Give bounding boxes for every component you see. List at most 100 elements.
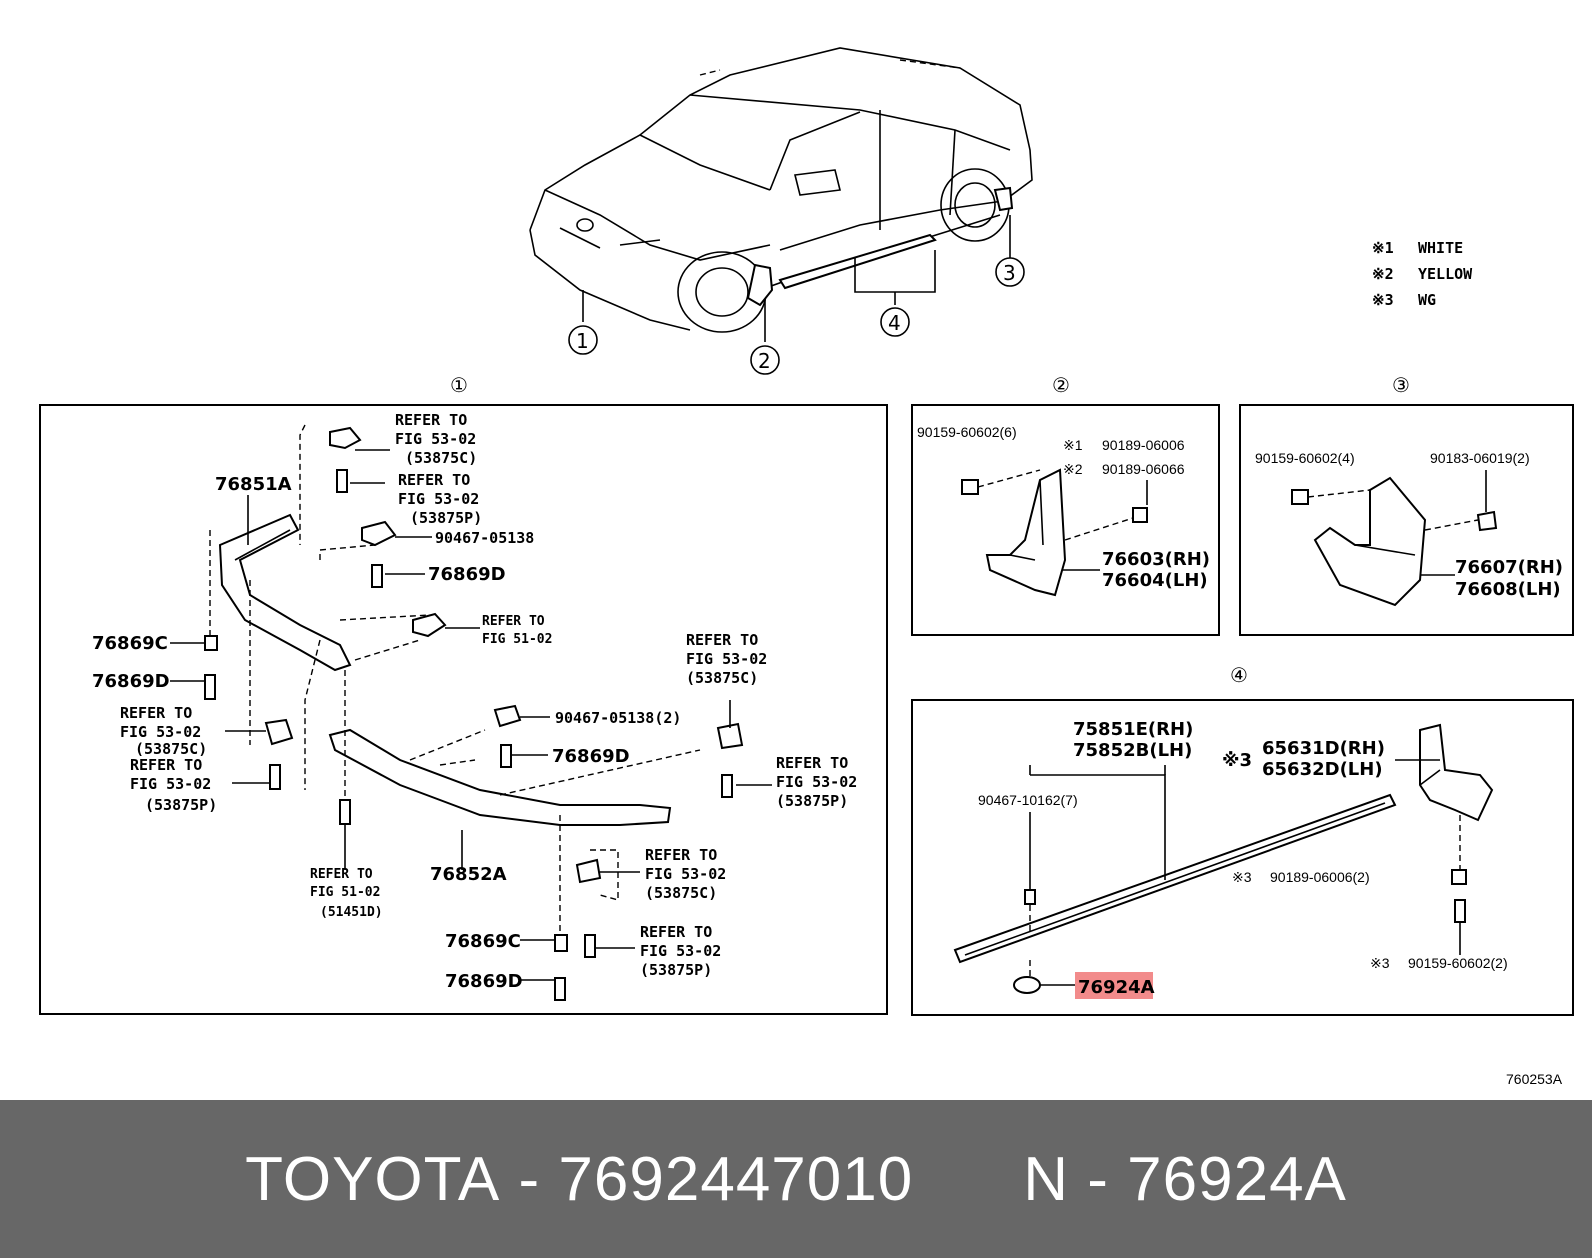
legend-text-3: WG bbox=[1418, 291, 1436, 309]
legend-mark-3: ※3 bbox=[1372, 291, 1394, 309]
section-4-frame bbox=[911, 699, 1574, 1016]
s4-flap-rh: 65631D(RH) bbox=[1262, 738, 1385, 759]
s3-bolt-label: 90159-60602(4) bbox=[1255, 450, 1355, 466]
legend-mark-2: ※2 bbox=[1372, 265, 1394, 283]
section-3-frame bbox=[1239, 404, 1574, 636]
highlight-label-76924A: 76924A bbox=[1078, 977, 1155, 998]
section-3-artwork bbox=[1291, 470, 1498, 607]
highlight-box bbox=[1075, 972, 1153, 999]
s4-mark-bolt: ※3 bbox=[1370, 955, 1390, 971]
refer-e-2: FIG 53-02 bbox=[130, 775, 211, 793]
car-illustration bbox=[529, 47, 1033, 342]
s2-mark1: ※1 bbox=[1063, 437, 1083, 453]
s4-bolt-part: 90159-60602(2) bbox=[1408, 955, 1508, 971]
footer-code: 76924A bbox=[1127, 1144, 1347, 1214]
section-1-callout: ① bbox=[450, 373, 468, 397]
s4-mark-nut: ※3 bbox=[1232, 869, 1252, 885]
refer-b-1: REFER TO bbox=[398, 471, 470, 489]
legend-text-1: WHITE bbox=[1418, 239, 1463, 257]
label-76869D-upper: 76869D bbox=[428, 564, 506, 585]
s2-clip1: 90189-06006 bbox=[1102, 437, 1185, 453]
legend-text-2: YELLOW bbox=[1418, 265, 1473, 283]
callout-1-top: 1 bbox=[568, 325, 598, 355]
callout-4-top: 4 bbox=[880, 307, 910, 337]
refer-d-2: FIG 53-02 bbox=[120, 723, 201, 741]
refer-a-1: REFER TO bbox=[395, 411, 467, 429]
section-1-artwork bbox=[170, 424, 772, 1001]
footer-brand: TOYOTA bbox=[245, 1144, 501, 1214]
label-76869C-left: 76869C bbox=[92, 633, 168, 654]
s4-lh: 75852B(LH) bbox=[1073, 740, 1192, 761]
section-4-artwork bbox=[953, 723, 1494, 994]
color-legend: ※1 WHITE ※2 YELLOW ※3 WG bbox=[1372, 239, 1473, 309]
label-90467-05138-2: 90467-05138(2) bbox=[555, 709, 681, 727]
svg-text:2: 2 bbox=[758, 349, 771, 373]
refer-d-1: REFER TO bbox=[120, 704, 192, 722]
refer-a-2: FIG 53-02 bbox=[395, 430, 476, 448]
refer-j-3: (53875P) bbox=[640, 961, 712, 979]
section-2-callout: ② bbox=[1052, 373, 1070, 397]
svg-text:4: 4 bbox=[888, 311, 901, 335]
s2-lh: 76604(LH) bbox=[1102, 570, 1208, 591]
label-76869D-middle: 76869D bbox=[552, 746, 630, 767]
s3-clip-label: 90183-06019(2) bbox=[1430, 450, 1530, 466]
s2-bolt-label: 90159-60602(6) bbox=[917, 424, 1017, 440]
label-90467-05138: 90467-05138 bbox=[435, 529, 534, 547]
refer-f-2: FIG 53-02 bbox=[686, 650, 767, 668]
figure-code: 760253A bbox=[1506, 1071, 1563, 1087]
refer-c-1: REFER TO bbox=[482, 614, 545, 629]
section-2-frame bbox=[911, 404, 1220, 636]
refer-e-1: REFER TO bbox=[130, 756, 202, 774]
footer-part-number: 7692447010 bbox=[558, 1144, 914, 1214]
s3-rh: 76607(RH) bbox=[1455, 557, 1563, 578]
footer-separator-2: - bbox=[1087, 1144, 1109, 1214]
refer-j-2: FIG 53-02 bbox=[640, 942, 721, 960]
section-4-callout: ④ bbox=[1230, 663, 1248, 687]
s2-clip2: 90189-06066 bbox=[1102, 461, 1185, 477]
s2-mark2: ※2 bbox=[1063, 461, 1083, 477]
section-1-frame bbox=[39, 404, 888, 1015]
section-3-callout: ③ bbox=[1392, 373, 1410, 397]
refer-i-2: FIG 53-02 bbox=[645, 865, 726, 883]
refer-f-3: (53875C) bbox=[686, 669, 758, 687]
svg-text:3: 3 bbox=[1003, 261, 1016, 285]
refer-g-2: FIG 53-02 bbox=[776, 773, 857, 791]
refer-i-1: REFER TO bbox=[645, 846, 717, 864]
callout-2-top: 2 bbox=[750, 345, 780, 375]
s2-rh: 76603(RH) bbox=[1102, 549, 1210, 570]
label-76851A: 76851A bbox=[215, 474, 292, 495]
section-1-labels: 76851A 76852A 76869C 76869D 76869D 76869… bbox=[92, 411, 857, 992]
part-footer-banner: TOYOTA - 7692447010 N - 76924A bbox=[0, 1100, 1592, 1258]
refer-f-1: REFER TO bbox=[686, 631, 758, 649]
footer-label: N bbox=[1023, 1144, 1070, 1214]
svg-text:1: 1 bbox=[576, 329, 589, 353]
refer-j-1: REFER TO bbox=[640, 923, 712, 941]
refer-h-1: REFER TO bbox=[310, 867, 373, 882]
legend-mark-1: ※1 bbox=[1372, 239, 1394, 257]
refer-g-3: (53875P) bbox=[776, 792, 848, 810]
label-76852A: 76852A bbox=[430, 864, 507, 885]
refer-g-1: REFER TO bbox=[776, 754, 848, 772]
refer-a-3: (53875C) bbox=[405, 449, 477, 467]
refer-i-3: (53875C) bbox=[645, 884, 717, 902]
footer-separator-1: - bbox=[518, 1144, 541, 1214]
refer-h-3: (51451D) bbox=[320, 905, 383, 920]
s4-mark-flap: ※3 bbox=[1222, 750, 1252, 771]
s4-flap-lh: 65632D(LH) bbox=[1262, 759, 1383, 780]
callout-3-top: 3 bbox=[995, 257, 1025, 287]
s4-rh: 75851E(RH) bbox=[1073, 719, 1193, 740]
label-76869D-left: 76869D bbox=[92, 671, 170, 692]
parts-diagram: 1 2 3 4 ※1 WHITE ※2 YELLOW ※3 WG ① ② ③ ④ bbox=[39, 47, 1574, 1087]
refer-b-3: (53875P) bbox=[410, 509, 482, 527]
label-76869C-bottom: 76869C bbox=[445, 931, 521, 952]
refer-c-2: FIG 51-02 bbox=[482, 632, 552, 647]
s4-nut-part: 90189-06006(2) bbox=[1270, 869, 1370, 885]
section-2-artwork bbox=[961, 468, 1148, 597]
refer-h-2: FIG 51-02 bbox=[310, 885, 380, 900]
label-76869D-bottom: 76869D bbox=[445, 971, 523, 992]
refer-b-2: FIG 53-02 bbox=[398, 490, 479, 508]
s3-lh: 76608(LH) bbox=[1455, 579, 1561, 600]
refer-e-3: (53875P) bbox=[145, 796, 217, 814]
s4-clip-label: 90467-10162(7) bbox=[978, 792, 1078, 808]
refer-d-3: (53875C) bbox=[135, 740, 207, 758]
